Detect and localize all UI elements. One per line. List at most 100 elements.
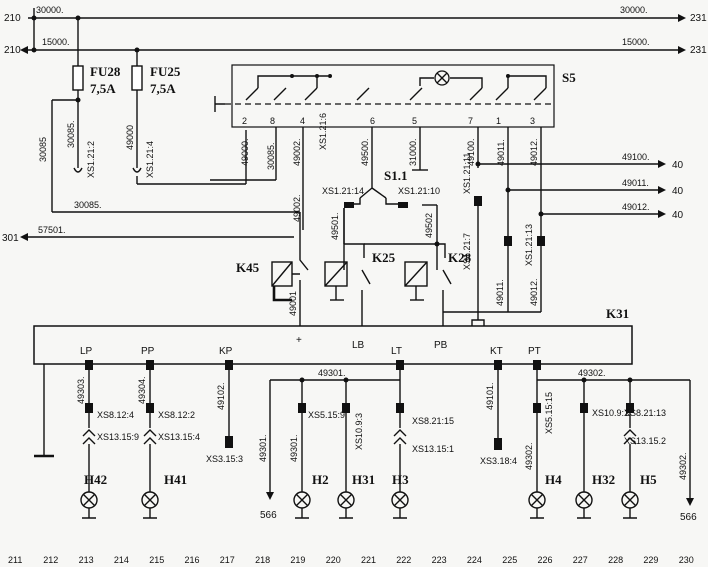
- fuse-fu25: FU25 7,5A: [131, 47, 181, 168]
- k31-lb: LB: [352, 340, 365, 351]
- h41-label: H41: [164, 472, 187, 487]
- xs-1-21-14: XS1.21:14: [322, 186, 364, 196]
- k31-lt: LT: [391, 346, 402, 357]
- bus-15000-left-ref: 210: [4, 45, 21, 56]
- bus-15000-right-ref: 231: [690, 45, 707, 56]
- bus-15000: 210 15000. 15000. 231: [4, 37, 707, 56]
- xs-1-21-6: XS1.21:6: [318, 113, 328, 150]
- lamp-branch-h3: XS8.21:15 XS13.15:1 H3: [391, 380, 454, 519]
- xs-10-9-3: XS10.9:3: [354, 413, 364, 450]
- ruler-230: 230: [679, 555, 694, 565]
- wire-49012-k: 49012.: [529, 278, 539, 306]
- s5-label: S5: [562, 70, 576, 85]
- ruler-211: 211: [8, 555, 22, 565]
- s5-pin-5: 5: [412, 116, 417, 126]
- s1-1-label: S1.1: [384, 168, 407, 183]
- dest-40-c: 40: [672, 210, 684, 221]
- xs-3-15-3: XS3.15:3: [206, 454, 243, 464]
- wire-49002-k45: 49002.: [292, 194, 302, 222]
- k31-pb: PB: [434, 340, 448, 351]
- lamp-branch-h32: XS10.9:1 H32: [575, 380, 629, 519]
- k31-kt: KT: [490, 346, 503, 357]
- k31-plus: +: [296, 335, 302, 346]
- switch-s5: S5 2 8 4 6 5 7 1 3: [214, 64, 576, 128]
- xs-13-15-1: XS13.15:1: [412, 444, 454, 454]
- wire-49301-down: 49301.: [258, 434, 268, 462]
- ruler-213: 213: [79, 555, 94, 565]
- wire-49011-k: 49011.: [495, 279, 505, 306]
- lamp-branch-h5: XS8.21:13 XS13.15.2 H5: [621, 380, 666, 519]
- s5-pin-1: 1: [496, 116, 501, 126]
- s5-pin-4: 4: [300, 116, 305, 126]
- bus-15000-wire-right: 15000.: [622, 37, 650, 47]
- h5-label: H5: [640, 472, 657, 487]
- bus-30000-wire-right: 30000.: [620, 5, 648, 15]
- branch-kt: 49101. XS3.18:4: [480, 370, 517, 466]
- out-49011: 49011.: [622, 178, 649, 188]
- s5-pin-3: 3: [530, 116, 535, 126]
- ruler-224: 224: [467, 555, 482, 565]
- k31-kp: KP: [219, 346, 233, 357]
- wire-30085-h: 30085.: [74, 200, 102, 210]
- ruler-216: 216: [185, 555, 200, 565]
- lamp-branch-h4: 49302. XS5.15:15 H4: [524, 380, 562, 519]
- s5-pin-6: 6: [370, 116, 375, 126]
- k45-label: K45: [236, 260, 260, 275]
- xs-13-15-2: XS13.15.2: [624, 436, 666, 446]
- relay-k28: K28: [404, 243, 472, 312]
- k31-pp: PP: [141, 346, 155, 357]
- h3-label: H3: [392, 472, 409, 487]
- fu28-label: FU28: [90, 64, 121, 79]
- switch-s1-1: S1.1 XS1.21:14 XS1.21:10 49501. 49502: [322, 168, 440, 270]
- ruler-227: 227: [573, 555, 588, 565]
- out-49100: 49100.: [622, 152, 650, 162]
- lamp-branch-h42: 49303. XS8.12:4 XS13.15:9 H42: [76, 370, 139, 519]
- fu28-rating: 7,5A: [90, 81, 116, 96]
- xs-1-21-11: XS1.21:11: [462, 153, 472, 194]
- fu25-rating: 7,5A: [150, 81, 176, 96]
- ruler-229: 229: [643, 555, 658, 565]
- wire-30085-v: 30085: [38, 137, 48, 162]
- ruler-228: 228: [608, 555, 623, 565]
- bus-30000-left-ref: 210: [4, 13, 21, 24]
- wire-30085-s5: 30085.: [266, 142, 276, 170]
- ruler-215: 215: [149, 555, 164, 565]
- wire-30085-fuse: 30085.: [66, 120, 76, 148]
- wire-49102: 49102.: [216, 382, 226, 410]
- bus-15000-wire-left: 15000.: [42, 37, 70, 47]
- s5-pin-7: 7: [468, 116, 473, 126]
- xs-8-12-2: XS8.12:2: [158, 410, 195, 420]
- dest-40-b: 40: [672, 186, 684, 197]
- out-49012: 49012.: [622, 202, 650, 212]
- h31-label: H31: [352, 472, 375, 487]
- relay-k45: K45 49001: [236, 245, 309, 316]
- bus-30000-right-ref: 231: [690, 13, 707, 24]
- wire-49011-s5: 49011.: [496, 139, 506, 166]
- ruler-222: 222: [396, 555, 411, 565]
- fu25-label: FU25: [150, 64, 181, 79]
- fuse-fu28: FU28 7,5A: [72, 15, 121, 168]
- wire-49002-s5: 49002.: [292, 138, 302, 166]
- ruler-217: 217: [220, 555, 235, 565]
- wire-49012-s5: 49012.: [529, 138, 539, 166]
- wire-49000-fuse: 49000: [125, 125, 135, 150]
- ruler-218: 218: [255, 555, 270, 565]
- xs-8-12-4: XS8.12:4: [97, 410, 134, 420]
- xs-8-21-13: XS8.21:13: [624, 408, 666, 418]
- wire-49303: 49303.: [76, 376, 86, 404]
- xs-5-15-9: XS5.15:9: [308, 410, 345, 420]
- xs-13-15-9: XS13.15:9: [97, 432, 139, 442]
- xs-1-21-13: XS1.21:13: [524, 224, 534, 266]
- wire-49301-h: 49301.: [318, 368, 346, 378]
- xs-1-21-10: XS1.21:10: [398, 186, 440, 196]
- ruler-226: 226: [538, 555, 553, 565]
- wire-49302-h4: 49302.: [524, 442, 534, 470]
- ruler-225: 225: [502, 555, 517, 565]
- ruler-221: 221: [361, 555, 376, 565]
- lamp-branch-h41: 49304. XS8.12:2 XS13.15:4 H41: [137, 370, 200, 519]
- dest-40-a: 40: [672, 160, 684, 171]
- xs-5-15-15: XS5.15:15: [544, 392, 554, 434]
